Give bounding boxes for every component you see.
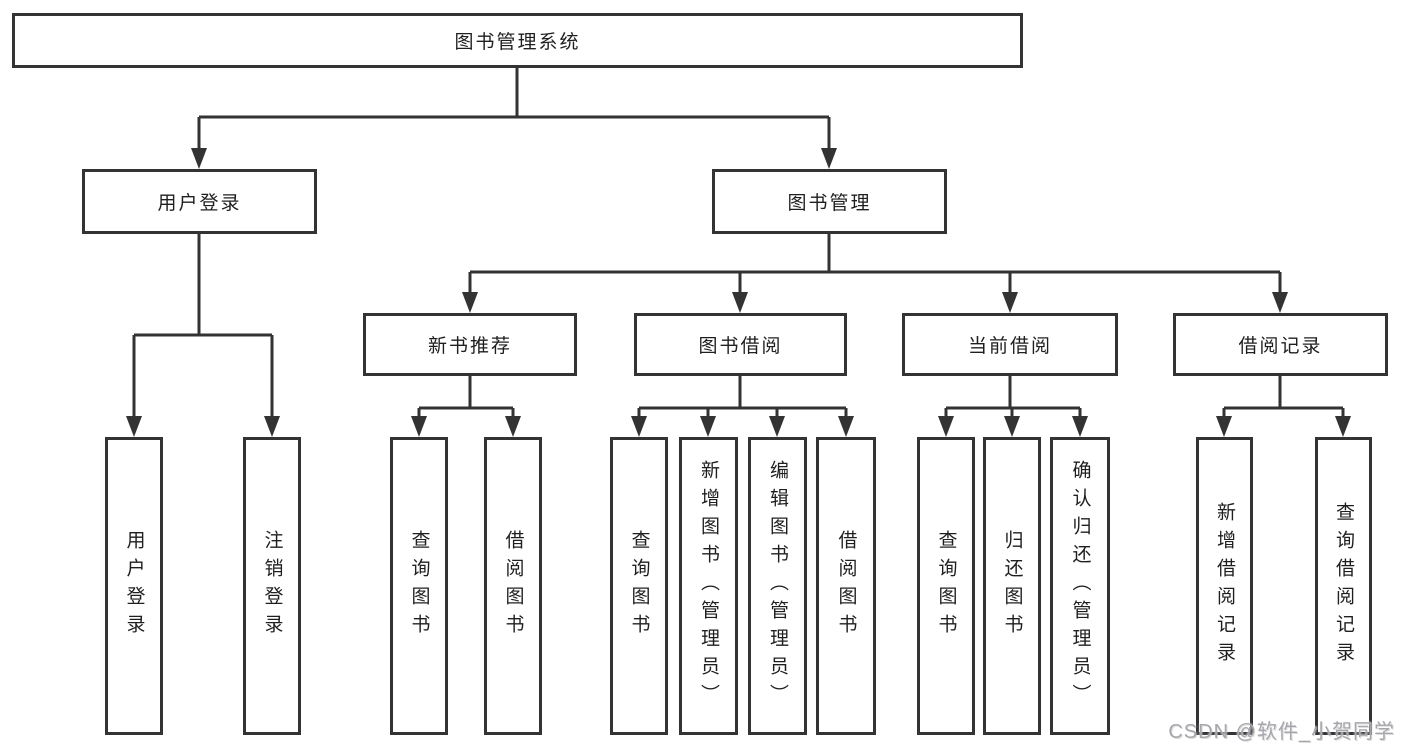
arrowhead (1335, 416, 1351, 437)
node-new-book-recommend: 新书推荐 (363, 313, 577, 376)
leaf-query-borrow-record: 查询借阅记录 (1315, 437, 1372, 735)
node-user-login: 用户登录 (82, 169, 317, 234)
leaf-edit-books-admin: 编辑图书（管理员） (748, 437, 807, 735)
arrowhead (1004, 416, 1020, 437)
arrowhead (411, 416, 427, 437)
leaf-user-login: 用户登录 (105, 437, 163, 735)
leaf-add-books-admin: 新增图书（管理员） (679, 437, 738, 735)
arrowhead (462, 292, 478, 313)
node-book-borrowing: 图书借阅 (634, 313, 847, 376)
connector-current-borrow-children (938, 376, 1088, 437)
node-borrowing-records: 借阅记录 (1173, 313, 1388, 376)
leaf-borrow-books: 借阅图书 (816, 437, 876, 735)
arrowhead (1216, 416, 1232, 437)
arrowhead (769, 416, 785, 437)
leaf-logout: 注销登录 (243, 437, 301, 735)
arrowhead (938, 416, 954, 437)
arrowhead (631, 416, 647, 437)
arrowhead (264, 416, 280, 437)
node-book-management: 图书管理 (712, 169, 947, 234)
arrowhead (1072, 416, 1088, 437)
leaf-add-borrow-record: 新增借阅记录 (1196, 437, 1253, 735)
connector-borrow-records-children (1216, 376, 1351, 437)
arrowhead (505, 416, 521, 437)
arrowhead (821, 148, 837, 169)
arrowhead (191, 148, 207, 169)
arrowhead (732, 292, 748, 313)
node-current-borrowing: 当前借阅 (902, 313, 1118, 376)
connector-root-to-level2 (191, 68, 837, 169)
connector-book-mgmt-children (462, 234, 1288, 313)
leaf-borrow-books-recommend: 借阅图书 (484, 437, 542, 735)
connector-user-login-children (126, 234, 280, 437)
leaf-query-books-current: 查询图书 (917, 437, 975, 735)
leaf-query-books-recommend: 查询图书 (390, 437, 448, 735)
leaf-query-books-borrowing: 查询图书 (610, 437, 668, 735)
node-library-management-system: 图书管理系统 (12, 13, 1023, 68)
csdn-watermark: CSDN @软件_小贺同学 (1168, 721, 1395, 743)
arrowhead (1002, 292, 1018, 313)
arrowhead (1272, 292, 1288, 313)
leaf-confirm-return-admin: 确认归还（管理员） (1050, 437, 1110, 735)
connector-new-book-rec-children (411, 376, 521, 437)
leaf-return-books: 归还图书 (983, 437, 1041, 735)
arrowhead (126, 416, 142, 437)
arrowhead (700, 416, 716, 437)
connector-book-borrow-children (631, 376, 854, 437)
arrowhead (838, 416, 854, 437)
